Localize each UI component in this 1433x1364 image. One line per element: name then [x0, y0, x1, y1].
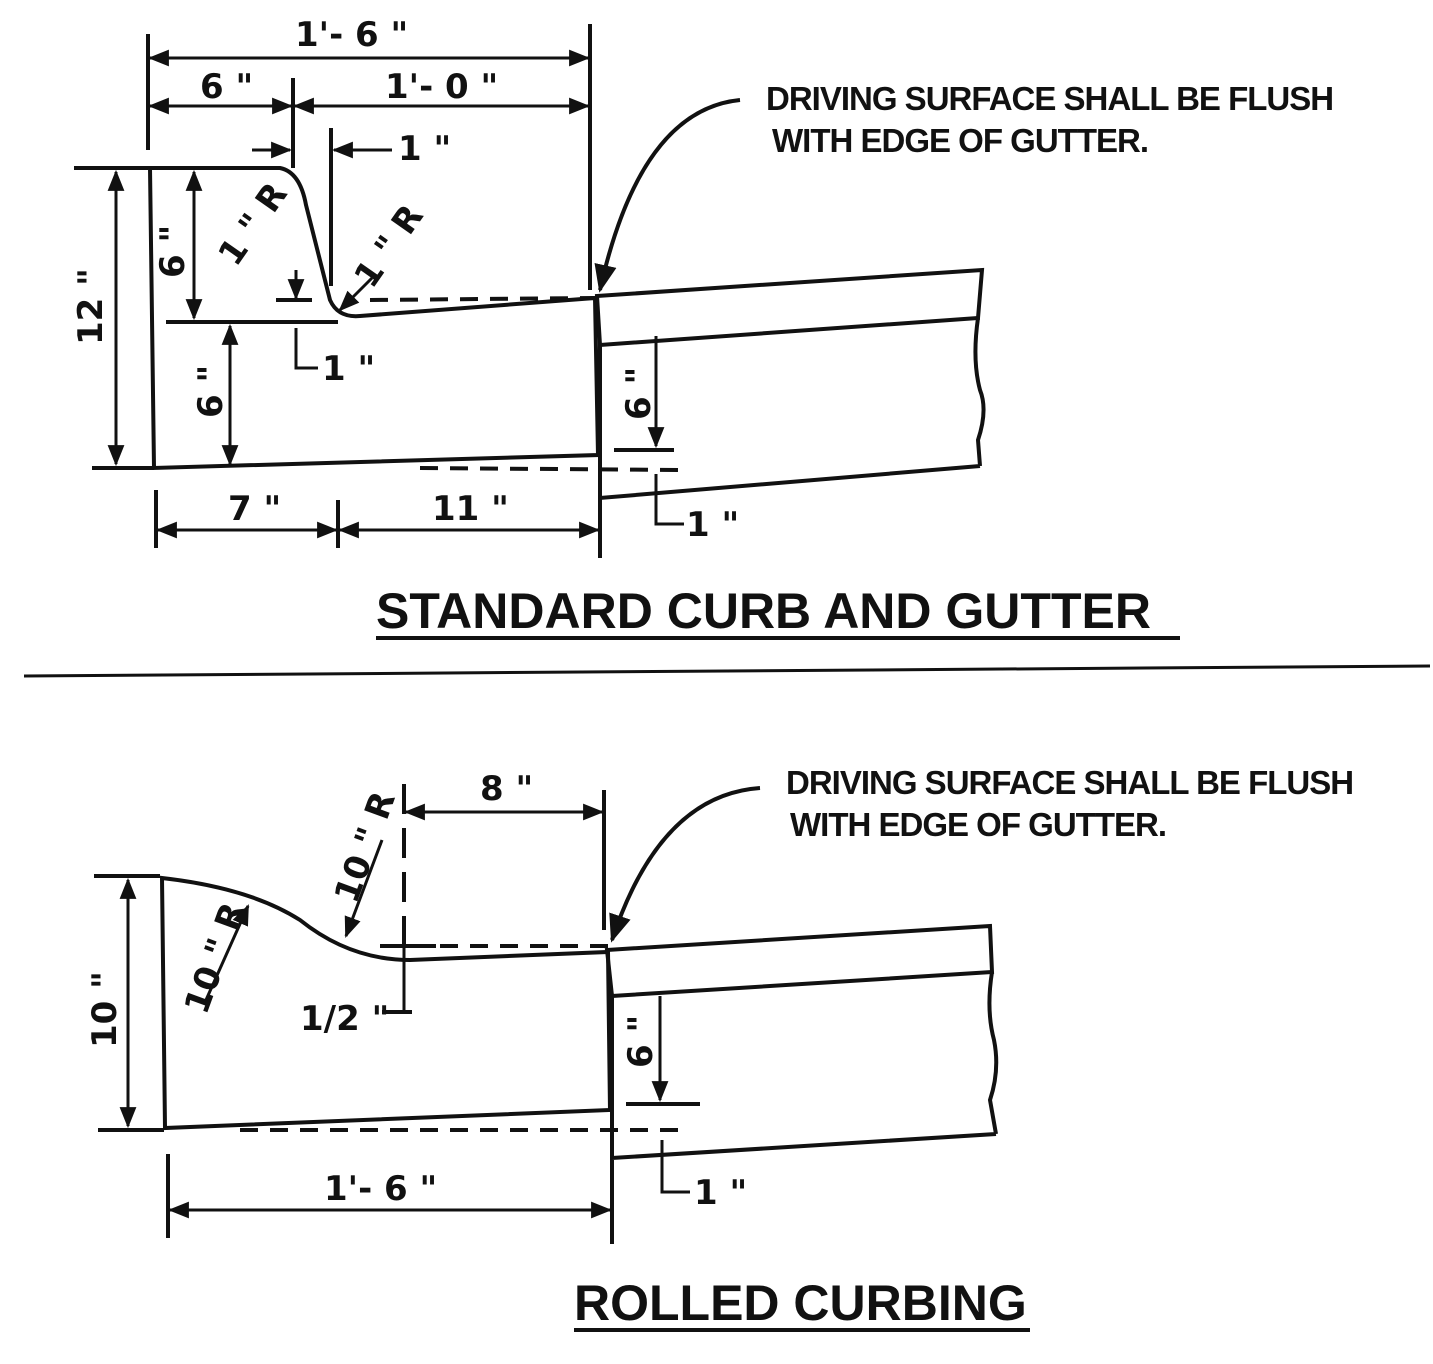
- standard-dim-top-curb: 6 ": [200, 67, 253, 107]
- standard-dim-lower-height: 6 ": [191, 365, 231, 418]
- standard-dim-pavement-offset: 1 ": [686, 505, 739, 545]
- section-divider: [23, 664, 1431, 678]
- rolled-note-line2: WITH EDGE OF GUTTER.: [790, 806, 1166, 843]
- standard-dim-radius-top: 1 " R: [211, 175, 296, 273]
- rolled-dim-radius-upper: 10 " R: [327, 786, 404, 908]
- standard-dim-pavement-depth: 6 ": [619, 367, 659, 420]
- standard-dim-base-left: 7 ": [228, 489, 281, 529]
- rolled-asphalt-surface: [604, 923, 995, 999]
- standard-title: STANDARD CURB AND GUTTER: [376, 583, 1151, 639]
- rolled-note-line1: DRIVING SURFACE SHALL BE FLUSH: [786, 764, 1353, 801]
- rolled-dim-pavement-offset: 1 ": [694, 1173, 747, 1213]
- standard-dim-total-height: 12 ": [71, 268, 111, 345]
- standard-note-line1: DRIVING SURFACE SHALL BE FLUSH: [766, 80, 1333, 117]
- standard-dim-base-right: 11 ": [432, 489, 509, 529]
- standard-dim-radius-bottom: 1 " R: [347, 197, 432, 295]
- standard-base-dash: [419, 466, 681, 472]
- standard-curb-section: [147, 166, 601, 471]
- standard-asphalt-surface: [594, 267, 985, 348]
- standard-dim-overall-width: 1'- 6 ": [295, 15, 408, 55]
- rolled-dim-gutter-depression: 1/2 ": [300, 999, 389, 1039]
- rolled-pavement-base: [610, 971, 999, 1161]
- rolled-curb-detail: 8 " 10 " R 10 " R 1/2 " 10 " 1'- 6 " 6 "…: [85, 764, 1354, 1332]
- rolled-dim-pavement-depth: 6 ": [621, 1015, 661, 1068]
- standard-curb-detail: 1'- 6 " 6 " 1'- 0 " 1 " 1 " R 1 " R 12 "…: [71, 15, 1334, 640]
- standard-flowline-dash: [369, 296, 596, 302]
- rolled-dim-overall-width: 1'- 6 ": [324, 1169, 437, 1209]
- standard-dim-upper-height: 6 ": [153, 225, 193, 278]
- standard-dim-gutter-width: 1'- 0 ": [385, 67, 498, 107]
- rolled-dim-top-width: 8 ": [480, 769, 533, 809]
- rolled-dim-height: 10 ": [85, 971, 125, 1048]
- standard-dim-batter: 1 ": [398, 129, 451, 169]
- rolled-title: ROLLED CURBING: [574, 1275, 1027, 1331]
- standard-dim-gutter-depression: 1 ": [322, 349, 375, 389]
- standard-note-line2: WITH EDGE OF GUTTER.: [772, 122, 1148, 159]
